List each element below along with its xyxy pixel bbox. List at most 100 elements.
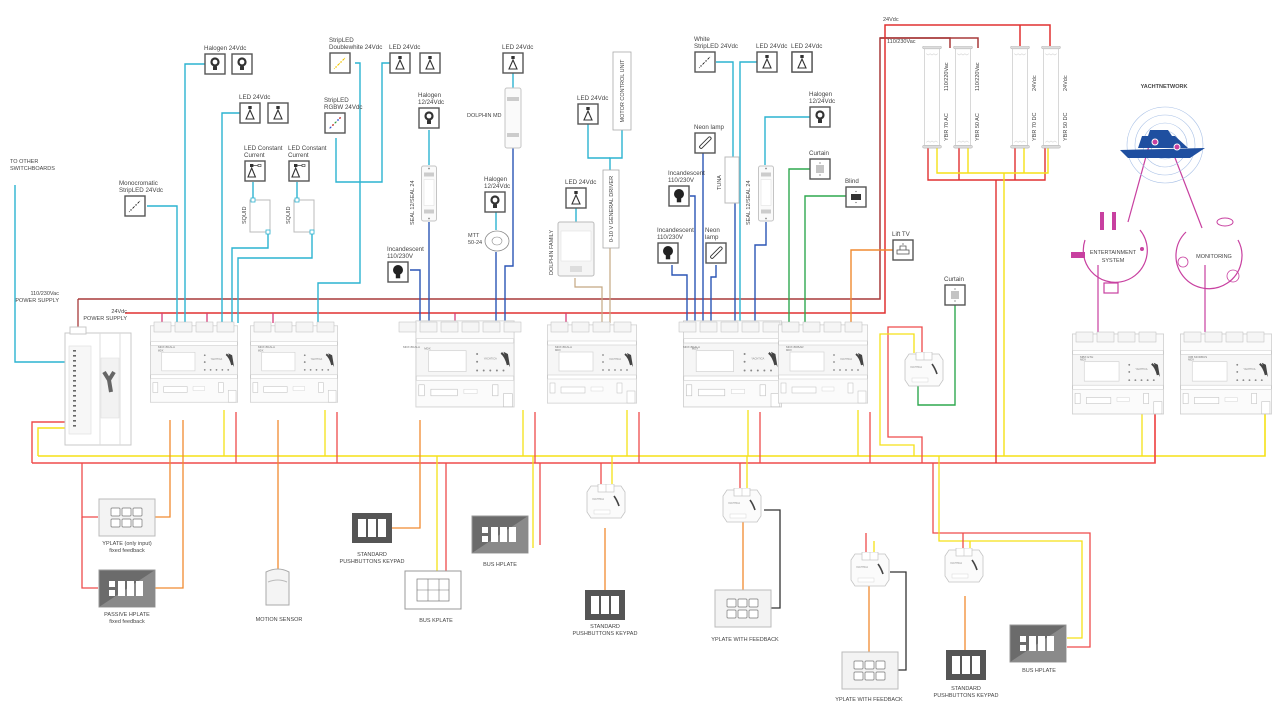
keypad-button[interactable] [1047,636,1054,651]
w-yplate-input-r [81,463,98,518]
load-label-led-24-d-text: LED 24Vdc [577,95,608,102]
keypad-button[interactable] [952,656,960,674]
terminal-block [1225,331,1244,343]
keypad-button[interactable] [110,507,121,517]
keypad-button[interactable] [368,519,376,537]
keypad-button[interactable] [962,656,970,674]
led-spot-icon [565,187,587,209]
load-label-led-24-e-text: LED 24Vdc [565,179,596,186]
in-wall-module[interactable] [850,552,890,587]
keypad-button[interactable] [127,581,134,596]
keypad-button[interactable] [726,609,737,619]
monitor-icon [1103,282,1119,294]
keypad-button[interactable] [748,609,759,619]
w-motor [609,130,623,170]
w-neon-b [710,265,717,323]
load-label-strip-dw-text: StripLED [329,37,354,44]
keypad-button[interactable] [500,527,507,542]
keypad-button[interactable] [591,596,599,614]
in-wall-module[interactable] [586,484,626,519]
strip-led-rgbw-icon [324,112,346,134]
keypad-button[interactable] [132,507,143,517]
load-label-neon-a: Neon lamp [694,124,724,131]
keypad-button[interactable] [853,660,864,670]
keypad-button[interactable] [121,507,132,517]
monitoring[interactable] [1175,217,1243,290]
std-keypad-2[interactable] [585,590,625,620]
keypad-button[interactable] [110,518,121,528]
ybr-model-text: YBR 50 AC [975,113,981,141]
w-blind [804,195,846,323]
tuna-label: TUNA [717,175,723,190]
ybr-voltage-text: 24Vdc [1032,75,1038,91]
keypad-button[interactable] [972,656,980,674]
yplate-feedback-2[interactable] [841,651,899,690]
keypad-button[interactable] [1038,636,1045,651]
module-label: MDX 8DBAR [786,345,804,349]
controller-module[interactable]: MDX 8DALA [398,319,522,409]
controller-module[interactable]: MDX 8DALA [150,321,238,404]
in-wall-module[interactable] [904,352,944,387]
bus-kplate[interactable] [404,570,462,610]
keypad-button[interactable] [853,671,864,681]
mtt-label-text: MTT [468,233,480,239]
bus-hplate-1[interactable] [471,515,529,554]
load-label-led-24-b: LED 24Vdc [389,44,420,51]
power-supply-module[interactable] [64,326,132,446]
keypad-button[interactable] [737,609,748,619]
keypad-button[interactable] [875,660,886,670]
load-label-led-24-e: LED 24Vdc [565,179,596,186]
general-driver: 0-10 V GENERAL DRIVER [602,169,620,249]
controller-module[interactable]: MBX ETH [1072,331,1164,415]
yacht-icon [1120,148,1205,158]
in-wall-module[interactable] [944,548,984,583]
bulb-outline-icon [809,106,831,128]
yplate-feedback-1[interactable] [714,589,772,628]
keypad-button[interactable] [118,581,125,596]
keypad-button[interactable] [726,598,737,608]
w-mini4-k [890,571,907,671]
w-squid1-o [231,232,269,323]
keypad-button[interactable] [132,518,143,528]
passive-hplate[interactable] [98,569,156,608]
controller-module[interactable]: MDX 8DALA [250,321,338,404]
keypad-button[interactable] [136,581,143,596]
monitoring-label-text: MONITORING [1196,254,1232,260]
w-passive-r [81,517,98,589]
yplate-only-input[interactable] [98,498,156,537]
bus-hplate-2[interactable] [1009,624,1067,663]
keypad-button[interactable] [1029,636,1036,651]
keypad-button[interactable] [864,671,875,681]
keypad-button[interactable] [358,519,366,537]
std-keypad-1[interactable] [352,513,392,543]
keypad-button[interactable] [509,527,516,542]
module-label: MDX 8DALA [555,345,572,349]
terminal-block [592,321,611,333]
entertainment-system[interactable] [1071,212,1148,294]
seal-driver [758,165,774,222]
keypad-button[interactable] [611,596,619,614]
dc-supply-label-text: POWER SUPPLY [83,316,127,322]
load-label-led-24-g-text: LED 24Vdc [791,43,822,50]
load-label-lift-tv: Lift TV [892,231,911,238]
keypad-button[interactable] [875,671,886,681]
keypad-button[interactable] [121,518,132,528]
load-label-incandescent-a-text: Incandescent [387,246,424,253]
controller-module[interactable]: MDX 8DBAR [778,321,868,405]
controller-module[interactable]: IOB MODBUS [1180,331,1272,415]
keypad-button[interactable] [378,519,386,537]
controller-module[interactable]: MDX 8DALA [547,321,637,405]
keypad-button[interactable] [601,596,609,614]
std-keypad-3[interactable] [946,650,986,680]
w-lifttv [850,249,893,323]
keypad-button[interactable] [748,598,759,608]
keypad-label-yplate-fb-1-text: YPLATE WITH FEEDBACK [711,637,779,643]
entertainment-label-text: ENTERTAINMENT [1090,250,1137,256]
people-icon [1140,247,1144,251]
keypad-button[interactable] [737,598,748,608]
in-wall-module[interactable] [722,488,762,523]
tuna-label-text: TUNA [717,175,723,190]
keypad-button[interactable] [864,660,875,670]
controller-module[interactable]: MDX 8DALA [678,319,783,409]
keypad-button[interactable] [491,527,498,542]
